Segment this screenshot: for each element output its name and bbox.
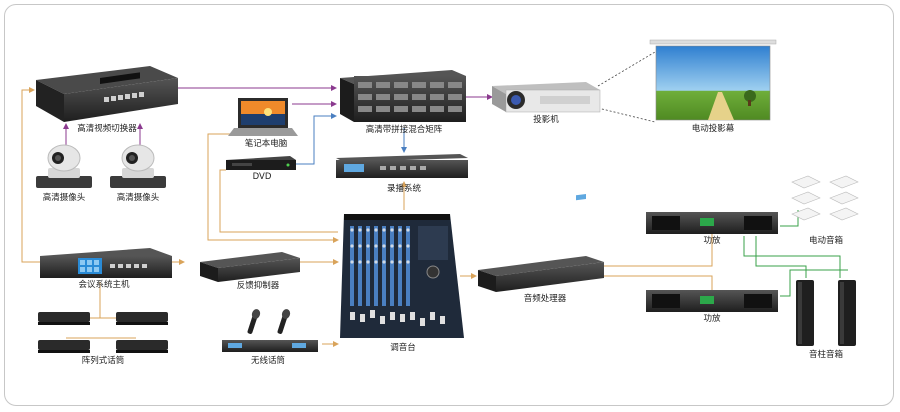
label-conf-host: 会议系统主机 bbox=[78, 280, 130, 290]
label-mixer: 调音台 bbox=[390, 343, 416, 353]
label-dvd: DVD bbox=[252, 172, 272, 182]
label-hd-camera-1: 高清摄像头 bbox=[42, 193, 86, 203]
mixer-device bbox=[340, 214, 464, 338]
link-amp2-columns-b bbox=[780, 269, 848, 297]
label-hd-switcher: 高清视频切换器 bbox=[77, 124, 137, 134]
link-amp2-columns bbox=[755, 236, 807, 278]
dvd-device bbox=[226, 156, 296, 170]
link-dvd-mixer bbox=[219, 169, 338, 233]
wireless-mic-device bbox=[222, 309, 318, 352]
label-column-speaker: 音柱音箱 bbox=[808, 350, 844, 360]
amp-2-device bbox=[646, 290, 778, 312]
link-host-switcher bbox=[21, 87, 40, 263]
label-projector: 投影机 bbox=[533, 115, 559, 125]
projector-device bbox=[492, 82, 601, 113]
projector-beam-bottom bbox=[597, 107, 656, 123]
label-hd-camera-2: 高清摄像头 bbox=[116, 193, 160, 203]
ceiling-speakers bbox=[791, 175, 859, 221]
label-ceiling-speaker: 电动音箱 bbox=[808, 236, 844, 246]
hd-camera-1-device bbox=[36, 144, 92, 188]
amp-1-device bbox=[646, 212, 778, 234]
link-amp1-ceiling bbox=[780, 210, 799, 227]
label-recorder: 录播系统 bbox=[386, 184, 422, 194]
hd-switcher-device bbox=[36, 66, 178, 122]
link-proc-amp2 bbox=[604, 275, 713, 290]
hd-camera-2-device bbox=[110, 144, 166, 188]
label-matrix: 高清带拼接混合矩阵 bbox=[365, 125, 443, 135]
array-mic-units bbox=[38, 312, 168, 353]
feedback-device bbox=[200, 252, 300, 282]
label-screen: 电动投影幕 bbox=[691, 124, 735, 134]
label-laptop: 笔记本电脑 bbox=[244, 139, 288, 149]
matrix-device bbox=[340, 70, 466, 122]
column-speakers bbox=[796, 280, 856, 346]
projector-beam-top bbox=[597, 51, 656, 87]
label-amp-1: 功放 bbox=[703, 236, 721, 246]
laptop-device bbox=[228, 98, 298, 136]
conf-host-device bbox=[40, 248, 172, 278]
link-dvd-matrix bbox=[296, 113, 337, 165]
label-amp-2: 功放 bbox=[703, 314, 721, 324]
link-proc-amp1 bbox=[604, 232, 713, 267]
audio-proc-device bbox=[478, 194, 604, 292]
connection-lines bbox=[21, 51, 848, 347]
label-audio-proc: 音频处理器 bbox=[523, 294, 567, 304]
link-amp1-columns bbox=[743, 236, 841, 278]
screen-device bbox=[649, 39, 777, 121]
recorder-device bbox=[336, 154, 468, 178]
label-wireless-mic: 无线话筒 bbox=[250, 356, 286, 366]
label-array-mic: 阵列式话筒 bbox=[81, 356, 125, 366]
link-laptop-mixer bbox=[207, 133, 339, 243]
label-feedback: 反馈抑制器 bbox=[236, 281, 280, 291]
